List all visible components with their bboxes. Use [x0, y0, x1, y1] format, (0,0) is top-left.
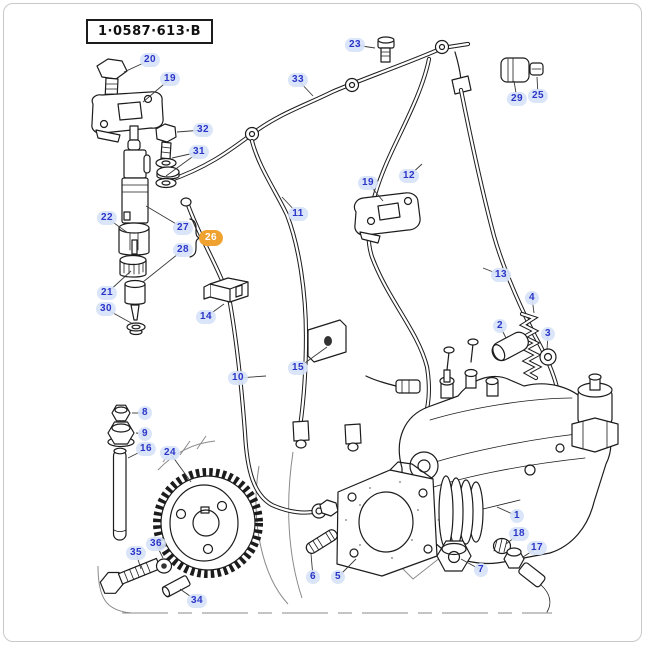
callout-23[interactable]: 23: [344, 38, 366, 52]
clamp-plate-19-right: [353, 192, 421, 244]
washer-36: [155, 558, 173, 574]
callout-8[interactable]: 8: [137, 406, 153, 420]
callout-19[interactable]: 19: [159, 72, 181, 86]
callout-2[interactable]: 2: [492, 319, 508, 333]
callout-36[interactable]: 36: [145, 537, 167, 551]
callout-6[interactable]: 6: [305, 570, 321, 584]
bolt-32: [155, 123, 177, 160]
callout-27[interactable]: 27: [172, 221, 194, 235]
nut-8: [111, 404, 131, 422]
spring-4: [518, 311, 543, 381]
callout-7[interactable]: 7: [473, 563, 489, 577]
clamp-plate-19-left: [91, 91, 164, 143]
fitting-17: [503, 547, 551, 613]
rod-16: [112, 447, 127, 541]
callout-25[interactable]: 25: [527, 89, 549, 103]
callout-28[interactable]: 28: [172, 243, 194, 257]
bolt-23: [377, 36, 395, 63]
callout-35[interactable]: 35: [125, 546, 147, 560]
callout-31[interactable]: 31: [188, 145, 210, 159]
callout-14[interactable]: 14: [195, 310, 217, 324]
callout-10[interactable]: 10: [227, 371, 249, 385]
callout-26-highlighted[interactable]: 26: [198, 230, 224, 246]
callout-12[interactable]: 12: [398, 169, 420, 183]
injector-pipe-10: [180, 197, 339, 519]
callout-13[interactable]: 13: [490, 268, 512, 282]
washer-21: [119, 254, 147, 278]
callout-33[interactable]: 33: [287, 73, 309, 87]
pin-34: [161, 575, 191, 598]
callout-1[interactable]: 1: [509, 509, 525, 523]
callout-22[interactable]: 22: [96, 211, 118, 225]
callout-11[interactable]: 11: [288, 207, 308, 221]
ring-3: [539, 348, 557, 366]
drawing-number-box: 1·0587·613·B: [86, 19, 214, 44]
callout-18[interactable]: 18: [508, 527, 530, 541]
callout-17[interactable]: 17: [526, 541, 548, 555]
mounting-flange-5: [336, 461, 438, 577]
callout-4[interactable]: 4: [524, 291, 540, 305]
callout-16[interactable]: 16: [135, 442, 157, 456]
callout-30[interactable]: 30: [95, 302, 117, 316]
seat-washer-30: [126, 322, 146, 336]
callout-9[interactable]: 9: [137, 427, 153, 441]
leak-off-pipe-33: [168, 39, 472, 182]
callout-5[interactable]: 5: [330, 570, 346, 584]
cap-18: [492, 537, 512, 555]
cap-25: [529, 62, 544, 76]
callout-3[interactable]: 3: [540, 327, 556, 341]
sleeve-2: [491, 331, 529, 362]
stud-6: [305, 529, 338, 554]
washers-31: [155, 157, 180, 189]
callout-21[interactable]: 21: [96, 286, 118, 300]
clamp-block-14: [203, 277, 249, 303]
callout-34[interactable]: 34: [186, 594, 208, 608]
nut-7: [436, 540, 472, 572]
connector-29: [500, 57, 530, 83]
flanged-nut-9: [107, 421, 135, 448]
callout-32[interactable]: 32: [192, 123, 214, 137]
callout-29[interactable]: 29: [506, 92, 528, 106]
callout-24[interactable]: 24: [159, 446, 181, 460]
injector-27: [121, 125, 151, 224]
bracket-15: [307, 319, 347, 363]
nozzle-28: [124, 279, 146, 321]
callout-19[interactable]: 19: [357, 176, 379, 190]
callout-15[interactable]: 15: [287, 361, 309, 375]
timing-gear-24: [153, 468, 263, 578]
callout-20[interactable]: 20: [139, 53, 161, 67]
sleeve-22: [118, 222, 150, 256]
